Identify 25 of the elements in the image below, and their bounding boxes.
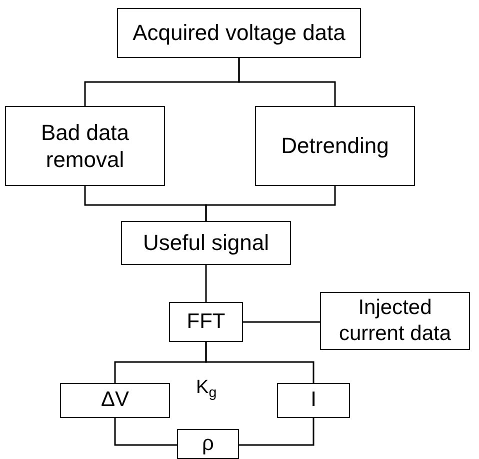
- process-box: [277, 383, 350, 418]
- box-text: I: [310, 387, 316, 414]
- connector-line: [238, 58, 336, 106]
- process-box: [255, 106, 415, 186]
- box-text: Bad data removal: [40, 118, 130, 174]
- connector-line: [205, 342, 314, 383]
- process-box: [5, 106, 165, 186]
- box-text: Acquired voltage data: [132, 19, 346, 47]
- connector-line: [205, 186, 336, 221]
- process-box: [320, 292, 470, 350]
- connector-line: [114, 418, 177, 446]
- box-text: ρ: [202, 430, 214, 457]
- process-box: [117, 8, 361, 58]
- connector-line: [243, 321, 320, 323]
- connector-line: [239, 418, 314, 446]
- box-text: ΔV: [100, 387, 130, 414]
- box-text: Detrending: [281, 132, 389, 160]
- connector-line: [205, 265, 207, 302]
- box-text: Injected current data: [338, 294, 452, 347]
- process-box: [177, 429, 239, 459]
- box-text: FFT: [186, 308, 226, 335]
- process-box: [121, 221, 291, 265]
- process-box: [60, 383, 170, 418]
- box-text: Useful signal: [143, 229, 269, 257]
- process-box: [169, 302, 243, 342]
